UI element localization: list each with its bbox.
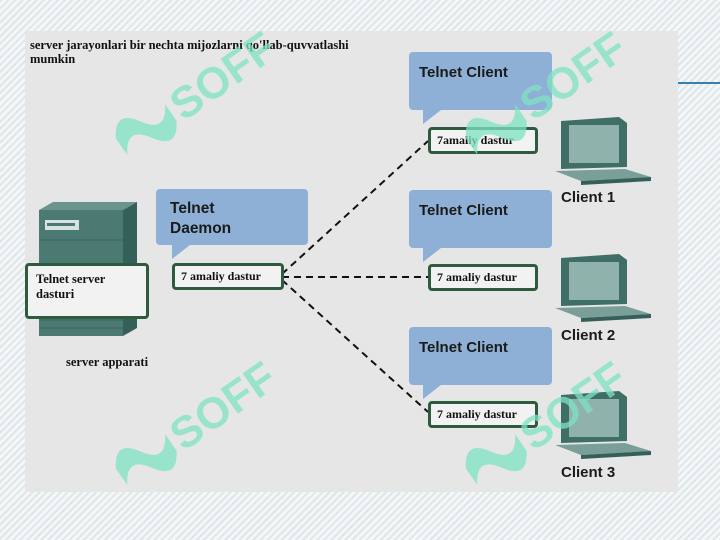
client-2-program-box: 7 amaliy dastur — [428, 264, 538, 291]
client-3-bubble-text: Telnet Client — [419, 339, 508, 356]
connection-line-3 — [281, 279, 429, 413]
heading-line-1: server jarayonlari bir nechta mijozlarni… — [30, 38, 349, 52]
watermark-logo: SOFF — [465, 360, 635, 485]
watermark-text: SOFF — [161, 360, 285, 460]
watermark-text: SOFF — [511, 30, 635, 130]
daemon-bubble-line-1: Telnet — [170, 200, 215, 217]
watermark-text: SOFF — [511, 360, 635, 460]
watermark-text: SOFF — [161, 30, 285, 130]
bubble-tail — [423, 385, 441, 399]
server-program-box: Telnet server dasturi — [25, 263, 149, 319]
client-3-speech-bubble: Telnet Client — [409, 327, 552, 399]
daemon-speech-bubble: Telnet Daemon — [156, 189, 308, 259]
diagram-heading: server jarayonlari bir nechta mijozlarni… — [30, 38, 430, 66]
server-program-label-line-2: dasturi — [36, 287, 75, 301]
watermark-logo: SOFF — [115, 360, 285, 485]
server-program-label-line-1: Telnet server — [36, 272, 106, 286]
client-3-label: Client 3 — [561, 464, 616, 481]
watermark-logo: SOFF — [115, 30, 285, 155]
connection-line-1 — [281, 140, 429, 275]
watermark-logo: SOFF — [465, 30, 635, 155]
client-2-label: Client 2 — [561, 327, 616, 344]
client-3-program-box: 7 amaliy dastur — [428, 401, 538, 428]
client-1-label: Client 1 — [561, 189, 616, 206]
desktop-computer-icon — [555, 254, 651, 322]
heading-line-2: mumkin — [30, 52, 76, 66]
bubble-tail — [423, 248, 441, 262]
accent-line — [678, 82, 720, 84]
server-caption: server apparati — [66, 355, 149, 369]
client-1-bubble-text: Telnet Client — [419, 64, 508, 81]
desktop-computer-icon — [555, 117, 651, 185]
daemon-bubble-line-2: Daemon — [170, 220, 232, 237]
bubble-tail — [172, 245, 190, 259]
client-2-speech-bubble: Telnet Client — [409, 190, 552, 262]
client-2-bubble-text: Telnet Client — [419, 202, 508, 219]
daemon-program-box: 7 amaliy dastur — [172, 263, 284, 290]
desktop-computer-icon — [555, 391, 651, 459]
bubble-tail — [423, 110, 441, 124]
client-1-speech-bubble: Telnet Client — [409, 52, 552, 124]
